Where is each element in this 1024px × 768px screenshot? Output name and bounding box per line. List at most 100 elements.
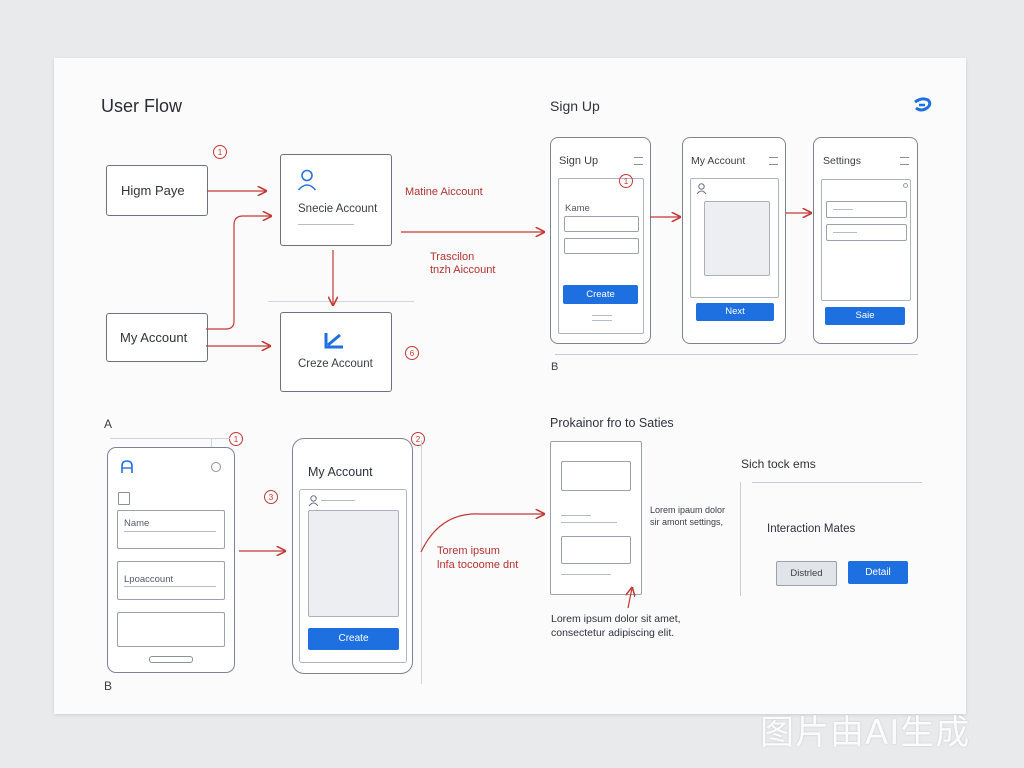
ai-watermark: 图片由AI生成 (760, 713, 971, 753)
node-my-account-label: My Account (120, 330, 188, 345)
interaction-title: Interaction Mates (767, 523, 856, 535)
interaction-header: Sich tock ems (741, 457, 816, 471)
placeholder-line (561, 522, 617, 523)
screen-2-title: My Account (691, 155, 746, 167)
phone-a-2[interactable]: My Account Create (292, 438, 413, 674)
home-indicator (592, 320, 612, 321)
problem-title: Prokainor fro to Saties (550, 416, 674, 430)
profile-icon[interactable] (211, 462, 221, 472)
marker-6: 6 (405, 346, 419, 360)
home-indicator (592, 315, 612, 316)
app-logo-icon (121, 460, 133, 473)
check-icon (324, 333, 343, 349)
problem-caption-2: consectetur adipiscing elit. (551, 627, 675, 639)
user-icon (696, 183, 707, 195)
interaction-primary-button[interactable]: Detail (848, 561, 908, 584)
dot-icon (903, 183, 908, 188)
field-line (833, 232, 857, 233)
home-indicator (149, 656, 193, 663)
screen-1-field-label: Kame (565, 203, 590, 214)
annotation-transition-2: tnzh Aiccount (430, 264, 496, 276)
signup-baseline (555, 354, 918, 355)
section-a-marker-1: 1 (229, 432, 243, 446)
phone-a-1-field-3[interactable] (117, 612, 225, 647)
user-icon (308, 495, 319, 507)
arrow-to-problem (420, 514, 544, 553)
section-a-marker-2: 2 (411, 432, 425, 446)
screen-1-content: Kame Create (558, 178, 644, 334)
problem-caption-1: Lorem ipsum dolor sit amet, (551, 613, 681, 625)
marker-1: 1 (213, 145, 227, 159)
annotation-transition-1: Trascilon (430, 251, 475, 263)
node-high-page[interactable]: Higm Paye (106, 165, 208, 216)
image-placeholder (704, 201, 770, 276)
field-line (124, 531, 216, 532)
arrow-note-2: lnfa tocoome dnt (437, 559, 519, 571)
field-line (124, 586, 216, 587)
screen-3-save-button[interactable]: Saie (825, 307, 905, 325)
menu-icon (900, 157, 909, 165)
problem-note-1: Lorem ipaum dolor (650, 505, 726, 515)
problem-card-1 (561, 461, 631, 491)
screen-1-input-1[interactable] (564, 216, 639, 232)
screen-3-title: Settings (823, 155, 861, 167)
node-search-account-label: Snecie Account (298, 203, 378, 215)
signup-screen-3[interactable]: Settings Saie (813, 137, 918, 344)
placeholder-line (561, 574, 611, 575)
interaction-secondary-button[interactable]: Distrled (776, 561, 837, 586)
screen-2-content (690, 178, 779, 298)
arrow-account-to-search (206, 216, 271, 330)
node-my-account[interactable]: My Account (106, 313, 208, 362)
placeholder-line (321, 500, 355, 501)
screen-1-title: Sign Up (559, 155, 599, 167)
signup-marker-1: 1 (619, 174, 633, 188)
menu-icon (634, 157, 643, 165)
screen-3-input-2[interactable] (826, 224, 907, 241)
phone-a-2-title: My Account (308, 465, 373, 479)
menu-icon (769, 157, 778, 165)
problem-mockup (550, 441, 642, 595)
placeholder-line (298, 224, 354, 225)
arrow-note-1: Torem ipsum (437, 545, 500, 557)
guide-line (421, 440, 422, 684)
problem-note-2: sir amont settings, (650, 517, 724, 527)
screen-3-input-1[interactable] (826, 201, 907, 218)
arrow-caption-up (628, 588, 632, 609)
image-placeholder (308, 510, 399, 617)
divider (268, 301, 414, 302)
interaction-divider (740, 482, 741, 596)
user-icon (297, 169, 317, 191)
screen-1-create-button[interactable]: Create (563, 285, 638, 304)
swirl-logo-icon (914, 97, 932, 112)
doc-icon (118, 492, 130, 505)
node-create-account-label: Creze Account (298, 358, 373, 370)
signup-screen-1[interactable]: Sign Up Kame Create (550, 137, 651, 344)
phone-a-2-content: Create (299, 489, 407, 663)
problem-card-2 (561, 536, 631, 564)
phone-a-1[interactable]: Name Lpoaccount (107, 447, 235, 673)
section-a-marker-3: 3 (264, 490, 278, 504)
node-high-page-label: Higm Paye (121, 183, 185, 198)
screen-2-next-button[interactable]: Next (696, 303, 774, 321)
node-search-account[interactable]: Snecie Account (280, 154, 392, 246)
phone-a-2-create-button[interactable]: Create (308, 628, 399, 650)
guide-line (110, 438, 230, 439)
section-a-bottom-label: B (104, 679, 113, 693)
interaction-divider (752, 482, 922, 483)
annotation-top-right: Matine Aiccount (405, 186, 483, 198)
signup-screen-2[interactable]: My Account Next (682, 137, 786, 344)
field-line (833, 209, 853, 210)
section-a-label: A (104, 417, 113, 431)
screen-1-input-2[interactable] (564, 238, 639, 254)
phone-a-1-field-1-label: Name (124, 518, 150, 529)
screen-3-content (821, 179, 911, 301)
phone-a-1-field-2[interactable]: Lpoaccount (117, 561, 225, 600)
user-flow-title: User Flow (101, 96, 183, 116)
phone-a-1-field-2-label: Lpoaccount (124, 574, 174, 585)
signup-section-label: B (551, 361, 559, 373)
node-create-account[interactable]: Creze Account (280, 312, 392, 392)
placeholder-line (561, 515, 591, 516)
phone-a-1-field-1[interactable]: Name (117, 510, 225, 549)
sign-up-title: Sign Up (550, 98, 600, 114)
